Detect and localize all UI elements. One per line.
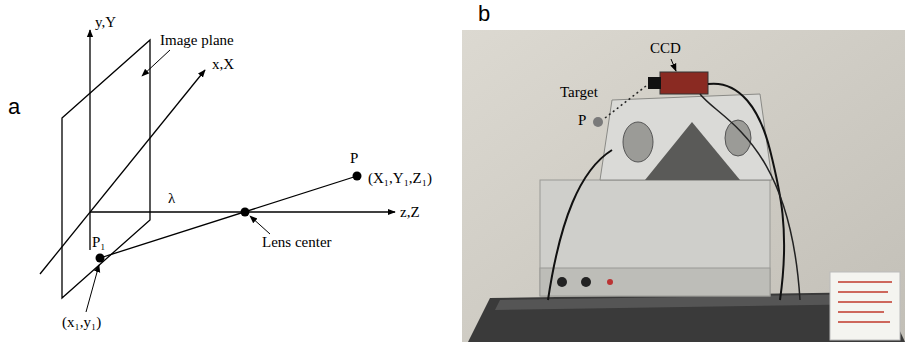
panel-letter: b (478, 2, 490, 26)
photo-paper-sheet (830, 272, 900, 340)
leader-line (671, 59, 676, 71)
photo-camera-lens (648, 77, 661, 89)
photo-led (607, 279, 613, 285)
image-plane (62, 40, 150, 298)
part-label: Target (560, 84, 598, 101)
photo-motor (623, 122, 653, 162)
photo-base-front (540, 268, 770, 296)
focal-length-label: λ (168, 190, 175, 207)
leader-line (250, 216, 270, 234)
axis-label: y,Y (95, 14, 116, 31)
y-axis (89, 30, 90, 250)
leader-line (86, 265, 99, 312)
point-label: P (350, 150, 358, 167)
point-label: P (578, 112, 586, 129)
photo-cable (548, 150, 612, 300)
panel-letter: a (8, 95, 20, 119)
photo-knob (557, 277, 567, 287)
projection-ray (100, 176, 357, 258)
coordinate-label: (X₁,Y₁,Z₁) (368, 170, 432, 187)
point-label: P₁ (92, 234, 106, 251)
axis-label: z,Z (400, 204, 420, 221)
photo-wall (462, 30, 905, 342)
photo-ccd-camera (660, 72, 708, 94)
target-dot (593, 117, 603, 127)
photo-paper-marks (838, 282, 892, 322)
leader-line (142, 50, 170, 76)
part-label: Lens center (262, 234, 332, 251)
part-label: Image plane (160, 32, 234, 49)
coordinate-label: (x₁,y₁) (62, 314, 101, 331)
point-p-dot (353, 172, 362, 181)
photo-cable (700, 94, 800, 300)
part-label: CCD (650, 40, 681, 57)
axis-label: x,X (212, 56, 234, 73)
x-axis (40, 70, 205, 274)
lens-center-dot (241, 208, 250, 217)
sight-line (605, 86, 646, 118)
photo-cable (708, 84, 784, 300)
point-p1-dot (96, 254, 105, 263)
photo-knob (581, 277, 591, 287)
